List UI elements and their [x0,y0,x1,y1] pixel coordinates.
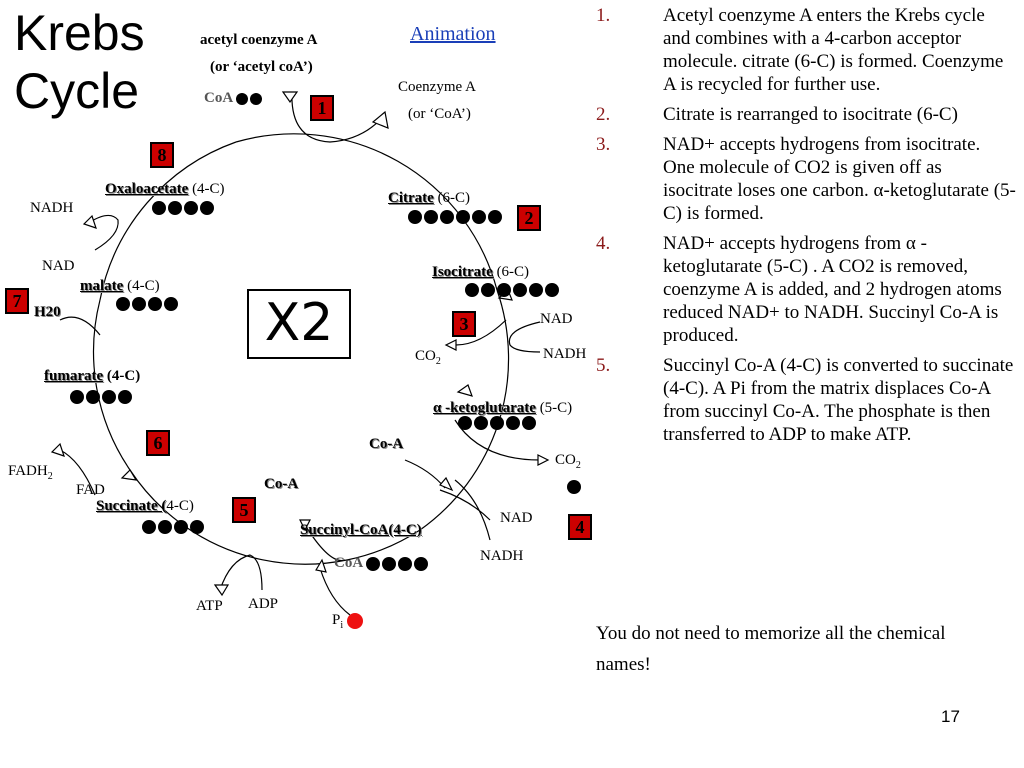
citrate-carbons [408,210,504,227]
alpha-ketoglutarate-carbons [458,416,538,433]
arrowhead-4-coa [439,476,454,492]
coa-entry-label: CoA [204,90,264,107]
cycle-arc-left [92,299,131,471]
title-line-1: Krebs [14,5,145,61]
alpha-ketoglutarate-label: α -ketoglutarate (5-C) [433,400,573,416]
oxaloacetate-label: Oxaloacetate (4-C) [105,181,225,197]
cycle-arc-top-left [99,141,237,301]
arrowhead-acetyl [371,110,389,129]
atp-label: ATP [196,598,223,614]
succinyl-coa-group: CoA [334,555,430,572]
cycle-diagram [50,91,550,616]
coa-curve-4 [404,459,446,489]
step-badge-3: 3 [452,311,476,337]
fad-curve [59,449,96,496]
acetyl-coa-alt-label: (or ‘acetyl coA’) [210,59,313,75]
cycle-arc-bottom [129,469,421,565]
step-badge-8: 8 [150,142,174,168]
step-badge-7: 7 [5,288,29,314]
nad-4-label: NAD [500,510,533,526]
h2o-curve [59,316,101,336]
coa-curve-5 [304,524,346,562]
phosphate-label: Pi [332,612,363,631]
coa-right-label: Co-A [369,436,404,452]
nad-nadh-curve-3 [508,321,541,353]
arrowhead-pi [315,558,327,573]
arrowhead-3-co2 [444,339,457,351]
water-label: H20 [34,304,61,320]
nad-nadh-curve-left [89,214,119,251]
nadh-3-label: NADH [543,346,587,362]
arrowhead-main-3 [456,384,473,397]
title-line-2: Cycle [14,63,140,119]
co2-4-carbon [567,480,583,499]
fumarate-label: fumarate (4-C) [44,368,141,384]
co2-4-label: CO2 [555,452,581,471]
arrowhead-nadh-left [82,214,97,229]
succinyl-coa-label: Succinyl-CoA(4-C) [300,522,422,538]
step-badge-2: 2 [517,205,541,231]
coa-mid-label: Co-A [264,476,299,492]
atp-adp-curve [219,554,263,591]
step-explanation-5: 5.Succinyl Co-A (4-C) is converted to su… [596,355,1014,445]
nad-nadh-curve-4 [439,479,491,541]
step-explanation-2: 2.Citrate is rearranged to isocitrate (6… [596,104,958,125]
arrowhead-5-coa [299,519,311,532]
succinate-label: Succinate (4-C) [96,498,194,514]
arrowhead-4-co2 [537,454,550,466]
cycle-arc-top-right [235,133,498,291]
animation-link[interactable]: Animation [410,23,496,45]
multiplier-box: X2 [247,289,351,359]
step-explanation-3: 3.NAD+ accepts hydrogens from isocitrate… [596,134,1016,224]
malate-label: malate (4-C) [80,278,160,294]
nad-3-label: NAD [540,311,573,327]
succinate-carbons [142,520,206,537]
co2-curve-3 [455,319,507,346]
arrowhead-main-4 [120,469,138,481]
step-badge-4: 4 [568,514,592,540]
memorize-note: You do not need to memorize all the chem… [596,623,946,675]
acetyl-coa-label: acetyl coenzyme A [200,32,318,48]
fumarate-carbons [70,390,134,407]
oxaloacetate-carbons [152,201,216,218]
fadh2-label: FADH2 [8,463,53,482]
coenzyme-a-alt-label: (or ‘CoA’) [408,106,471,122]
acetyl-entry-arrow [291,91,381,143]
malate-carbons [116,297,180,314]
page-number: 17 [941,707,960,726]
step-badge-6: 6 [146,430,170,456]
slide-title: Krebs Cycle [14,4,145,120]
step-badge-5: 5 [232,497,256,523]
phosphate-icon [346,612,363,629]
nad-left-label: NAD [42,258,75,274]
pi-curve [319,567,351,616]
step-badge-1: 1 [310,95,334,121]
adp-label: ADP [248,596,279,612]
fad-label: FAD [76,482,105,498]
coenzyme-a-label: Coenzyme A [398,79,476,95]
nadh-left-label: NADH [30,200,74,216]
arrowhead-atp [213,584,230,597]
co2-3-label: CO2 [415,348,441,367]
isocitrate-label: Isocitrate (6-C) [432,264,530,280]
nadh-4-label: NADH [480,548,524,564]
step-explanation-4: 4.NAD+ accepts hydrogens from α -ketoglu… [596,233,1002,346]
citrate-label: Citrate (6-C) [388,190,471,206]
isocitrate-carbons [465,283,561,300]
step-explanation-1: 1.Acetyl coenzyme A enters the Krebs cyc… [596,5,1004,95]
arrowhead-main-1 [281,91,299,104]
step-explanations: 1.Acetyl coenzyme A enters the Krebs cyc… [596,4,1016,453]
arrowhead-fad [50,442,65,457]
